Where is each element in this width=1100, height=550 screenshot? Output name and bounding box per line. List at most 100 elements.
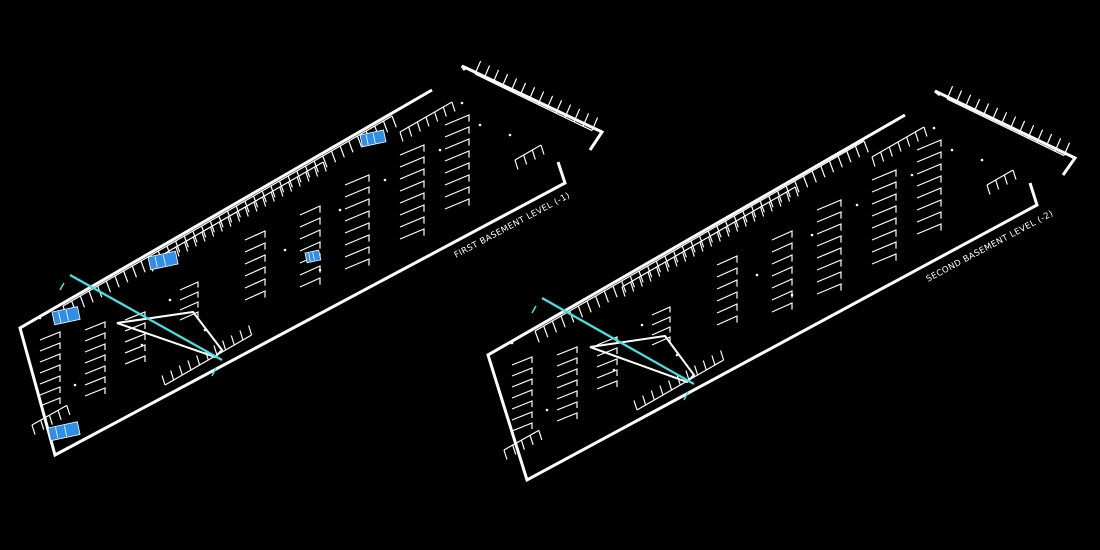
stall-bay [651,306,671,316]
column-dot [318,268,322,272]
stall-divider [725,226,730,237]
stall-bay [716,303,738,314]
column-dot [508,133,512,137]
stall-divider [218,221,223,232]
second-basement-plan [486,85,1078,483]
column-dot [790,293,794,297]
stall-divider [382,120,389,133]
stall-divider [1009,116,1017,130]
stall-divider [322,155,328,168]
stall-bay [816,223,842,235]
stall-divider [1003,174,1008,185]
stall-bay [124,344,146,354]
column-dot [203,328,207,332]
stall-divider [201,231,206,242]
stall-divider [425,116,430,127]
stall-divider [708,236,713,247]
stall-bay [716,255,738,266]
stall-row-line [986,169,1014,186]
stall-bay [244,230,266,241]
stall-bay [511,378,533,388]
stall-bay [771,278,793,289]
stall-divider [1000,111,1008,126]
stall-divider [1012,169,1017,180]
stall-bay [771,254,793,265]
stall-divider [540,144,545,155]
plan-2-ramp-stalls [946,85,1071,157]
accessible-space-fill [359,129,387,148]
stall-divider [416,121,421,132]
stall-divider [1045,133,1053,148]
stall-bay [84,387,106,397]
column-dot [283,248,287,252]
stall-divider [305,171,310,182]
plan-2-section-cut [531,297,695,401]
stall-bay [299,205,321,216]
stall-bay [399,192,425,204]
stall-bay [771,266,793,277]
column-dot [478,123,482,127]
stall-divider [213,345,218,356]
column-dot [640,323,644,327]
stall-divider [846,150,852,163]
stall-bay [556,412,578,422]
accessible-space-mark [308,253,311,262]
stall-bay [771,230,793,241]
stall-bay [299,241,321,252]
stall-divider [356,135,363,148]
stall-divider [664,261,669,272]
stall-divider [777,196,782,207]
stall-divider [811,170,817,183]
stall-divider [451,101,456,112]
stall-divider [573,108,581,123]
stall-divider [603,290,610,303]
stall-divider [694,365,699,376]
stall-bay [771,242,793,253]
stall-bay [871,229,897,241]
accessible-space [47,421,81,442]
stall-divider [236,211,241,222]
column-dot [612,368,616,372]
stall-divider [322,161,327,172]
stall-divider [313,166,319,177]
stall-divider [711,355,716,366]
stall-divider [685,370,690,381]
stall-bay [716,267,738,278]
stall-bay [344,234,370,246]
stall-divider [991,107,999,121]
stall-divider [262,196,267,207]
column-dot [980,158,984,162]
accessible-space-mark [63,425,68,437]
stall-bay [651,316,671,326]
stall-bay [556,401,578,411]
stall-bay [344,210,370,222]
stall-divider [474,60,482,75]
stall-divider [546,95,554,110]
stall-bay [299,229,321,240]
column-dot [338,208,342,212]
column-dot [932,126,936,130]
plan-1-ramp-wedge [116,310,224,359]
section-cut-line [541,297,695,385]
stall-bay [444,198,470,210]
stall-divider [946,85,954,100]
stall-divider [131,265,138,278]
stall-divider [794,180,800,193]
stall-divider [1018,120,1026,135]
stall-divider [210,226,215,237]
column-dot [950,148,954,152]
stall-divider [348,140,354,153]
stall-divider [720,350,725,361]
stall-bay [84,376,106,386]
stall-divider [716,231,721,242]
stall-bay [596,380,618,390]
stall-bay [84,365,106,375]
stall-divider [520,440,525,450]
section-cut-arrow [531,305,537,314]
stall-bay [916,175,942,187]
column-dot [755,273,759,277]
stall-bay [444,114,470,126]
stall-divider [230,335,235,346]
stall-bay [39,331,61,341]
